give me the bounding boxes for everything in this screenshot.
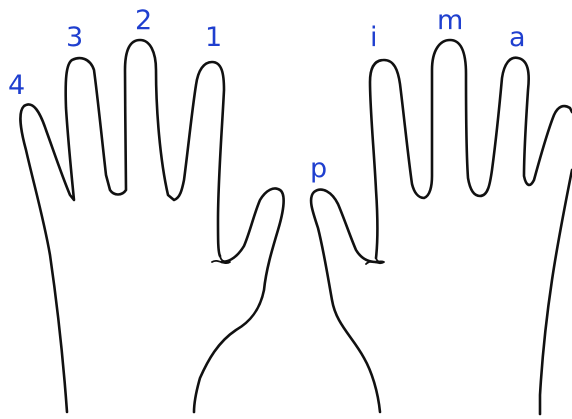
label-thumb-p: p [310,153,327,184]
label-middle-m: m [437,5,463,36]
right-hand-edge [540,170,572,414]
left-hand-outline [20,40,224,412]
right-thumb-outline [311,190,380,412]
label-finger-4: 4 [8,70,25,101]
right-hand-outline [370,40,572,258]
label-finger-3: 3 [66,22,83,53]
right-hand [311,40,572,414]
label-index-i: i [370,22,378,53]
finger-labels: 4 3 2 1 p i m a [8,5,526,184]
label-ring-a: a [509,22,526,53]
left-hand [20,40,283,412]
left-thumb-outline [194,188,284,412]
label-finger-1: 1 [205,22,222,53]
label-finger-2: 2 [135,5,152,36]
